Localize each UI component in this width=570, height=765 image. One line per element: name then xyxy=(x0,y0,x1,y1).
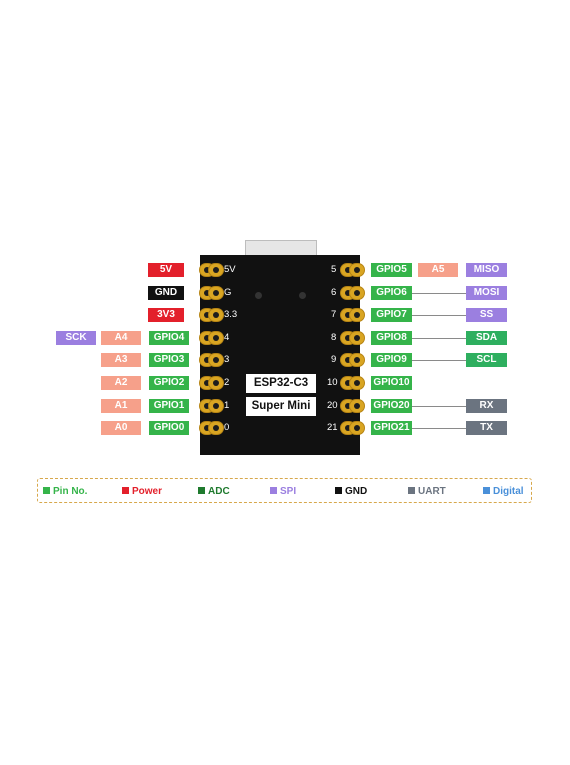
legend-swatch xyxy=(335,487,342,494)
pin-label-power: 3V3 xyxy=(148,308,184,323)
pin-number: G xyxy=(224,286,232,298)
leader-line xyxy=(412,337,466,339)
pin-pad xyxy=(349,398,365,413)
pin-pad xyxy=(208,330,224,345)
pin-label-adc: A2 xyxy=(101,376,141,390)
pin-number: 6 xyxy=(331,286,337,298)
pin-pad xyxy=(349,285,365,300)
pin-label-gpio: GPIO4 xyxy=(149,330,189,345)
legend-label: Digital xyxy=(493,486,524,497)
pin-number: 0 xyxy=(224,422,230,434)
pin-label-adc: A4 xyxy=(101,330,141,345)
leader-line xyxy=(412,428,466,430)
pin-number: 1 xyxy=(224,399,230,411)
pin-number: 8 xyxy=(331,331,337,343)
legend: Pin No. Power ADC SPI GND UART Digital xyxy=(37,478,532,503)
pin-label-gpio: GPIO6 xyxy=(371,285,412,300)
pin-label-i2c: SCL xyxy=(466,353,507,368)
pin-pad xyxy=(208,398,224,413)
legend-swatch xyxy=(43,487,50,494)
legend-label: SPI xyxy=(280,486,297,497)
pin-label-spi: MISO xyxy=(466,263,507,277)
usb-c-connector xyxy=(245,240,317,256)
legend-swatch xyxy=(408,487,415,494)
pin-label-spi: SS xyxy=(466,308,507,323)
pin-label-power: 5V xyxy=(148,263,184,277)
pin-label-gpio: GPIO8 xyxy=(371,330,412,345)
pin-label-gpio: GPIO2 xyxy=(149,376,189,390)
pin-label-uart: RX xyxy=(466,398,507,413)
legend-label: Pin No. xyxy=(53,486,88,497)
legend-label: Power xyxy=(132,486,163,497)
legend-label: UART xyxy=(418,486,446,497)
pin-label-gnd: GND xyxy=(148,285,184,300)
pin-number: 2 xyxy=(224,377,230,388)
legend-item: GND xyxy=(335,486,367,498)
pin-label-gpio: GPIO9 xyxy=(371,353,412,368)
pin-number: 3 xyxy=(224,354,230,366)
legend-item: ADC xyxy=(198,486,230,498)
pin-label-adc: A5 xyxy=(418,263,458,277)
pin-number: 10 xyxy=(327,377,338,388)
leader-line xyxy=(412,292,466,294)
pin-number: 3.3 xyxy=(224,309,238,321)
mounting-hole xyxy=(255,292,262,299)
legend-item: Pin No. xyxy=(43,486,87,498)
pin-label-gpio: GPIO20 xyxy=(371,398,412,413)
pin-label-gpio: GPIO1 xyxy=(149,398,189,413)
pin-pad xyxy=(349,421,365,436)
pin-label-adc: A3 xyxy=(101,353,141,368)
pin-label-gpio: GPIO5 xyxy=(371,263,412,277)
legend-swatch xyxy=(270,487,277,494)
legend-swatch xyxy=(483,487,490,494)
pin-pad xyxy=(349,330,365,345)
pin-label-gpio: GPIO21 xyxy=(371,421,412,436)
pin-number: 4 xyxy=(224,331,230,343)
pin-pad xyxy=(349,376,365,390)
legend-item: Power xyxy=(122,486,162,498)
pin-label-i2c: SDA xyxy=(466,330,507,345)
leader-line xyxy=(412,360,466,362)
pin-pad xyxy=(208,376,224,390)
pin-pad xyxy=(349,308,365,323)
pin-number: 5V xyxy=(224,264,236,275)
pin-pad xyxy=(349,353,365,368)
legend-item: SPI xyxy=(270,486,296,498)
pin-label-gpio: GPIO3 xyxy=(149,353,189,368)
pin-pad xyxy=(208,421,224,436)
pin-label-gpio: GPIO0 xyxy=(149,421,189,436)
pin-label-gpio: GPIO10 xyxy=(371,376,412,390)
pin-number: 9 xyxy=(331,354,337,366)
leader-line xyxy=(412,315,466,317)
legend-swatch xyxy=(198,487,205,494)
pin-pad xyxy=(208,353,224,368)
pin-pad xyxy=(208,308,224,323)
legend-label: ADC xyxy=(208,486,230,497)
pin-label-adc: A1 xyxy=(101,398,141,413)
legend-item: UART xyxy=(408,486,446,498)
pin-pad xyxy=(208,285,224,300)
legend-item: Digital xyxy=(483,486,524,498)
pin-label-adc: A0 xyxy=(101,421,141,436)
pin-number: 7 xyxy=(331,309,337,321)
pin-label-spi: SCK xyxy=(56,330,96,345)
mounting-hole xyxy=(299,292,306,299)
board-name-line2: Super Mini xyxy=(246,397,316,416)
pin-label-uart: TX xyxy=(466,421,507,436)
legend-swatch xyxy=(122,487,129,494)
pin-number: 21 xyxy=(327,422,338,434)
legend-label: GND xyxy=(345,486,368,497)
pin-number: 20 xyxy=(327,399,338,411)
pin-pad xyxy=(208,263,224,277)
pin-number: 5 xyxy=(331,264,337,275)
pin-label-spi: MOSI xyxy=(466,285,507,300)
leader-line xyxy=(412,405,466,407)
pin-label-gpio: GPIO7 xyxy=(371,308,412,323)
board-name-line1: ESP32-C3 xyxy=(246,374,316,393)
pin-pad xyxy=(349,263,365,277)
board-body xyxy=(200,255,360,455)
